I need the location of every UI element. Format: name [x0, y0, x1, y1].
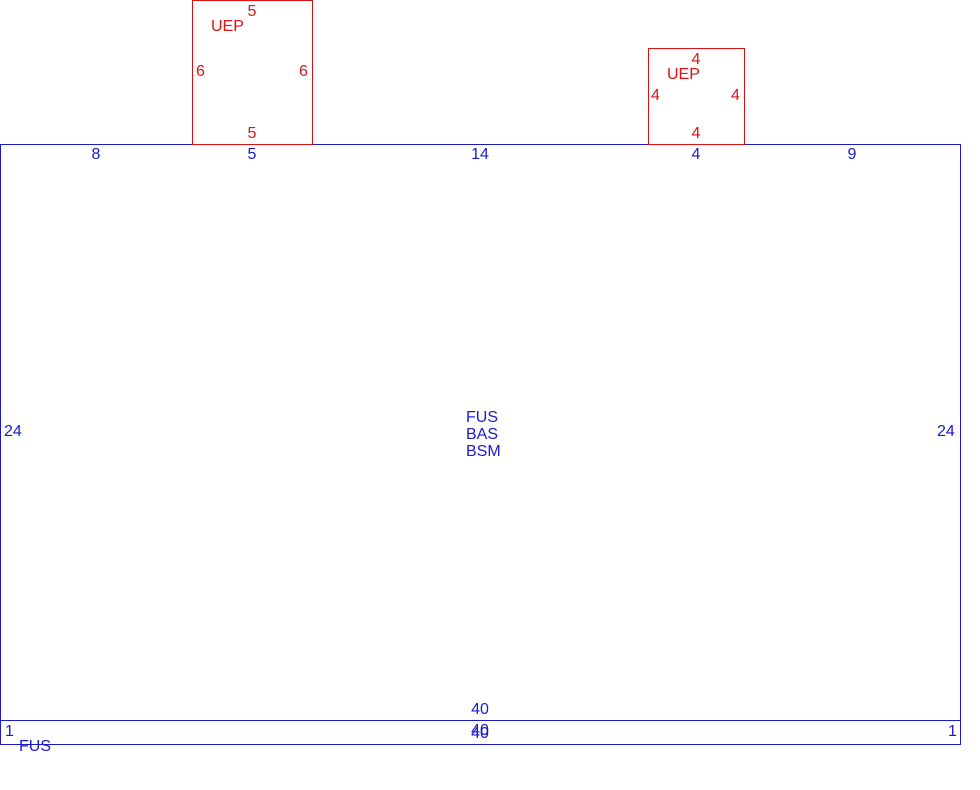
- left-bay-outline: [192, 0, 313, 145]
- left-bay-bottom-dim: 5: [247, 125, 257, 142]
- right-bay-label: UEP: [667, 66, 700, 83]
- right-bay-outline: [648, 48, 745, 145]
- strip-left-dim: 1: [5, 723, 14, 740]
- main-bottom-dim: 40: [471, 701, 489, 718]
- main-room-label-bsm: BSM: [466, 443, 501, 460]
- right-bay-left-dim: 4: [651, 87, 660, 104]
- main-top-dim-3: 14: [471, 146, 489, 163]
- main-top-dim-4: 4: [691, 146, 701, 163]
- left-bay-label: UEP: [211, 18, 244, 35]
- right-bay-bottom-dim: 4: [691, 125, 701, 142]
- strip-bottom-dim: 40: [471, 725, 489, 742]
- right-bay-top-dim: 4: [691, 51, 701, 68]
- bottom-strip-outline: [0, 720, 961, 745]
- main-room-label-fus: FUS: [466, 409, 498, 426]
- main-top-dim-5: 9: [847, 146, 857, 163]
- main-room-label-bas: BAS: [466, 426, 499, 443]
- left-bay-top-dim: 5: [247, 3, 257, 20]
- strip-label: FUS: [19, 738, 51, 755]
- main-room-labels: FUS BAS BSM: [466, 409, 501, 460]
- main-top-dim-1: 8: [91, 146, 101, 163]
- main-right-dim: 24: [937, 423, 955, 440]
- main-top-dim-2: 5: [247, 146, 257, 163]
- strip-right-dim: 1: [948, 723, 957, 740]
- right-bay-right-dim: 4: [731, 87, 740, 104]
- left-bay-left-dim: 6: [196, 63, 205, 80]
- strip-top-dim: 40: [471, 722, 489, 739]
- main-left-dim: 24: [4, 423, 22, 440]
- left-bay-right-dim: 6: [299, 63, 308, 80]
